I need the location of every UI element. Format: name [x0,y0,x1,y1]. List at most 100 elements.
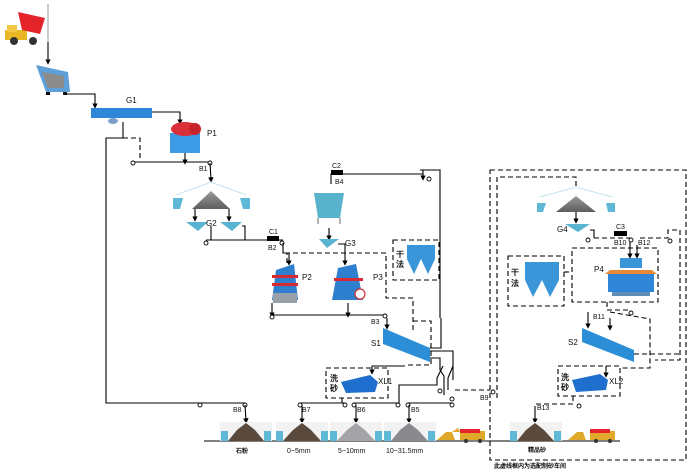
stockpile-icon [173,181,250,209]
label-b2: B2 [268,245,277,252]
feeder-g2-icon [186,222,242,231]
belt-b13 [535,396,574,405]
vibrating-feeder-icon [36,65,70,95]
belt-node [667,238,673,244]
loader-icon [437,428,460,440]
belt-node [351,402,357,408]
belt-node [437,388,443,394]
optional-sand-workshop-box [489,169,687,461]
label-b9: B9 [480,395,489,402]
flow-line [447,365,454,390]
flow-line [208,162,214,183]
flow-line [398,365,444,403]
flow-line [369,365,405,375]
bypass-line [105,122,124,398]
label-xl2: XL2 [609,377,624,386]
label-p2: P2 [302,273,312,282]
label-g3: G3 [345,239,356,248]
belt-node [342,402,348,408]
loader-icon [568,432,586,440]
belt-node [269,314,275,320]
dump-truck-icon [5,12,45,45]
return-line [430,318,442,349]
bypass-dashed-line [123,137,141,158]
washer-label-2a: 洗 [561,372,569,382]
label-g1: G1 [126,96,137,105]
label-p3: P3 [373,273,383,282]
belt-node [197,402,203,408]
return-line [420,169,441,318]
flow-line [282,243,292,266]
product-pile-0-5mm [276,422,328,441]
sand-washer-box [325,367,389,399]
dust-line [286,252,414,330]
washer-label-2b: 砂 [560,382,569,392]
dust-collector-box [392,239,440,281]
jaw-crusher-p1-icon [170,122,201,153]
screen-output-line [430,350,454,380]
belt-node [426,176,432,182]
label-p4: P4 [594,265,604,274]
label-b11: B11 [593,314,605,321]
product-pile-fine-sand [510,422,562,441]
feeder-g3-icon [319,239,339,248]
flow-line [243,404,249,424]
label-b5: B5 [411,407,420,414]
belt-node [576,403,582,409]
label-s2: S2 [568,338,578,347]
feeder-g1-icon [91,108,152,124]
belt-node [203,240,209,246]
label-b7: B7 [302,407,311,414]
optional-workshop-note: 此虚线框内为选配制砂车间 [494,462,566,470]
sand-washer-box [557,365,621,397]
cone-crusher-p2-icon [272,264,298,303]
belt-node [395,402,401,408]
feeder-g4-icon [565,224,590,232]
vibrating-screen-s2-icon [582,328,634,362]
belt-node [130,160,136,166]
stockpile-icon [537,186,615,212]
product-pile-10-31-5mm [384,422,436,441]
dust-label-1b: 法 [396,259,404,269]
label-b13: B13 [537,405,550,412]
belt-node [382,313,388,319]
belt-b4 [330,170,424,184]
label-b10: B10 [614,240,627,247]
label-b4: B4 [335,179,344,186]
belt-node [449,396,455,402]
product-pile-5-10mm [330,422,382,441]
label-g4: G4 [557,225,568,234]
label-b8: B8 [233,407,242,414]
label-c1: C1 [269,229,278,236]
label-xl1: XL1 [378,377,393,386]
belt-node [490,389,496,395]
surge-bin-icon [314,193,344,224]
return-line [640,229,681,361]
magnet-c1-icon [267,236,279,241]
washer-label-1a: 洗 [330,373,338,383]
product-pile-stone-powder [220,422,272,441]
sand-washer-xl1-icon [341,375,378,393]
label-p1: P1 [207,129,217,138]
label-b3: B3 [371,319,380,326]
dust-label-1a: 干 [396,250,404,259]
dust-line [496,176,577,398]
flow-line [338,243,348,266]
truck-icon [460,429,485,443]
flow-line [66,93,98,109]
sand-washer-xl2-icon [572,374,608,392]
product-label-5-10mm: 5~10mm [338,448,366,455]
magnet-c3-icon [614,231,627,236]
truck-icon [590,429,615,443]
flow-line [606,302,629,313]
label-b6: B6 [357,407,366,414]
label-b12: B12 [638,240,651,247]
belt-node [449,402,455,408]
product-label-0-5mm: 0~5mm [287,448,311,455]
cone-crusher-p3-icon [332,264,366,300]
vibrating-screen-s1-icon [383,328,430,362]
belt-node [585,237,591,243]
dust-line [408,320,432,366]
dust-label-2a: 干 [511,268,519,277]
